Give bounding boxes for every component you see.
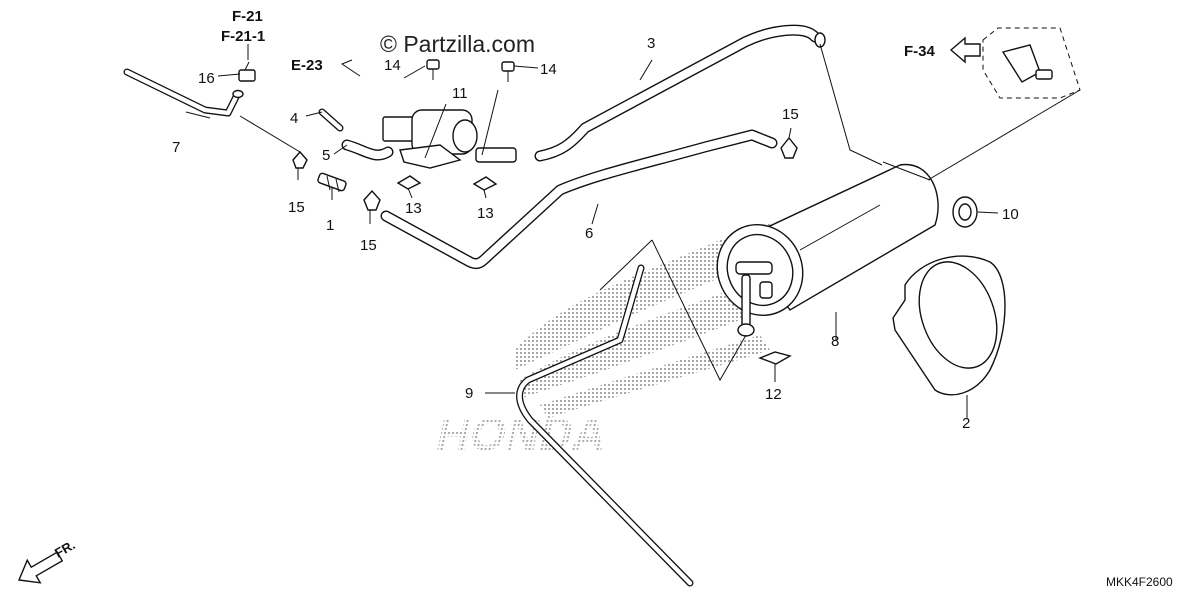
callout-15-a[interactable]: 15 (288, 199, 305, 216)
part-13-grommet-left[interactable] (396, 175, 422, 190)
part-13-grommet-right[interactable] (472, 176, 498, 191)
part-11-solenoid-valve[interactable] (382, 109, 517, 169)
part-5-hose[interactable] (341, 139, 394, 161)
callout-14-a[interactable]: 14 (384, 57, 401, 74)
part-8-canister[interactable] (702, 161, 939, 337)
front-direction-arrow-icon (18, 551, 64, 584)
callout-7[interactable]: 7 (172, 139, 180, 156)
part-2-holder-band[interactable] (892, 251, 1011, 396)
e23-pointer (340, 59, 361, 77)
callout-numbers: 16 7 4 5 15 1 15 14 11 14 13 13 3 6 15 1… (172, 35, 1019, 432)
callout-15-b[interactable]: 15 (360, 237, 377, 254)
part-4-hose[interactable] (318, 108, 344, 132)
callout-15-c[interactable]: 15 (782, 106, 799, 123)
ref-f21-1[interactable]: F-21-1 (221, 28, 265, 45)
callout-11[interactable]: 11 (452, 85, 468, 102)
callout-12[interactable]: 12 (765, 386, 782, 403)
leader-lines (185, 43, 999, 418)
part-1-joint[interactable] (317, 172, 347, 193)
callout-3[interactable]: 3 (647, 35, 655, 52)
callout-10[interactable]: 10 (1002, 206, 1019, 223)
ref-f34[interactable]: F-34 (904, 43, 936, 60)
callout-5[interactable]: 5 (322, 147, 330, 164)
part-6-hose[interactable] (380, 129, 778, 270)
callout-4[interactable]: 4 (290, 110, 298, 127)
part-10-cap[interactable] (952, 196, 978, 228)
part-14-bolt-right[interactable] (501, 61, 515, 82)
partzilla-watermark: © Partzilla.com (380, 31, 535, 57)
honda-brand-text: HONDA (432, 408, 612, 459)
callout-6[interactable]: 6 (585, 225, 593, 242)
ref-f21[interactable]: F-21 (232, 8, 263, 25)
callout-2[interactable]: 2 (962, 415, 970, 432)
callout-1[interactable]: 1 (326, 217, 334, 234)
f34-arrow-icon (949, 36, 981, 64)
callout-14-b[interactable]: 14 (540, 61, 557, 78)
part-9-tube[interactable] (516, 264, 694, 587)
part-7-tube[interactable] (123, 68, 244, 117)
f34-inset (927, 27, 1081, 181)
ref-e23[interactable]: E-23 (291, 57, 323, 74)
part-3-hose[interactable] (534, 24, 826, 162)
callout-8[interactable]: 8 (831, 333, 839, 350)
part-12-pad[interactable] (758, 351, 792, 365)
part-15-clip-left[interactable] (292, 150, 308, 169)
part-14-bolt-left[interactable] (426, 59, 440, 80)
part-15-clip-top[interactable] (780, 136, 798, 159)
diagram-code: MKK4F2600 (1106, 575, 1173, 589)
part-15-clip-right[interactable] (363, 189, 381, 211)
callout-16[interactable]: 16 (198, 70, 215, 87)
callout-13-b[interactable]: 13 (477, 205, 494, 222)
part-16-clip[interactable] (238, 61, 256, 82)
callout-9[interactable]: 9 (465, 385, 473, 402)
callout-13-a[interactable]: 13 (405, 200, 422, 217)
